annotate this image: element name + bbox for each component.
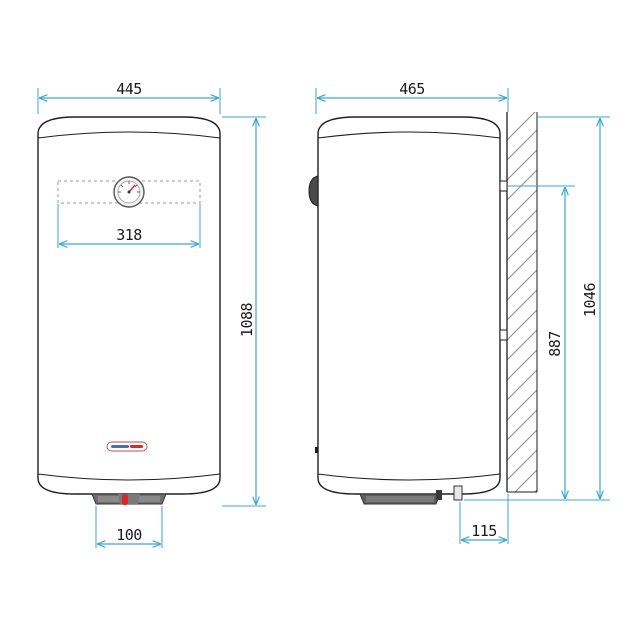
brand-logo-icon [106, 441, 148, 452]
side-thermometer-knob [308, 175, 319, 207]
side-heater-body [317, 116, 501, 495]
front-height-label: 1088 [238, 302, 256, 337]
front-flange [91, 493, 167, 505]
side-view: 465 887 1046 115 [308, 80, 610, 544]
front-heater-body [37, 116, 221, 495]
wall-gap-label: 115 [471, 522, 497, 540]
overall-height-label: 1046 [581, 282, 599, 317]
lower-wall-bracket [499, 329, 508, 341]
bracket-height-label: 887 [546, 331, 564, 357]
thermometer-dial-icon [113, 176, 145, 208]
wall-hatch-icon [506, 112, 538, 493]
thermometer-span-label: 318 [116, 226, 142, 244]
side-top-seam [317, 131, 501, 139]
front-width-label: 445 [116, 80, 142, 98]
front-bottom-seam [37, 473, 221, 481]
side-small-fitting [315, 447, 318, 453]
side-depth-label: 465 [399, 80, 425, 98]
side-bottom-seam [317, 473, 501, 481]
front-top-seam [37, 131, 221, 139]
upper-wall-bracket [499, 180, 508, 192]
front-view: 445 318 1088 100 [37, 80, 266, 548]
flange-label: 100 [116, 526, 142, 544]
side-flange [359, 485, 463, 505]
